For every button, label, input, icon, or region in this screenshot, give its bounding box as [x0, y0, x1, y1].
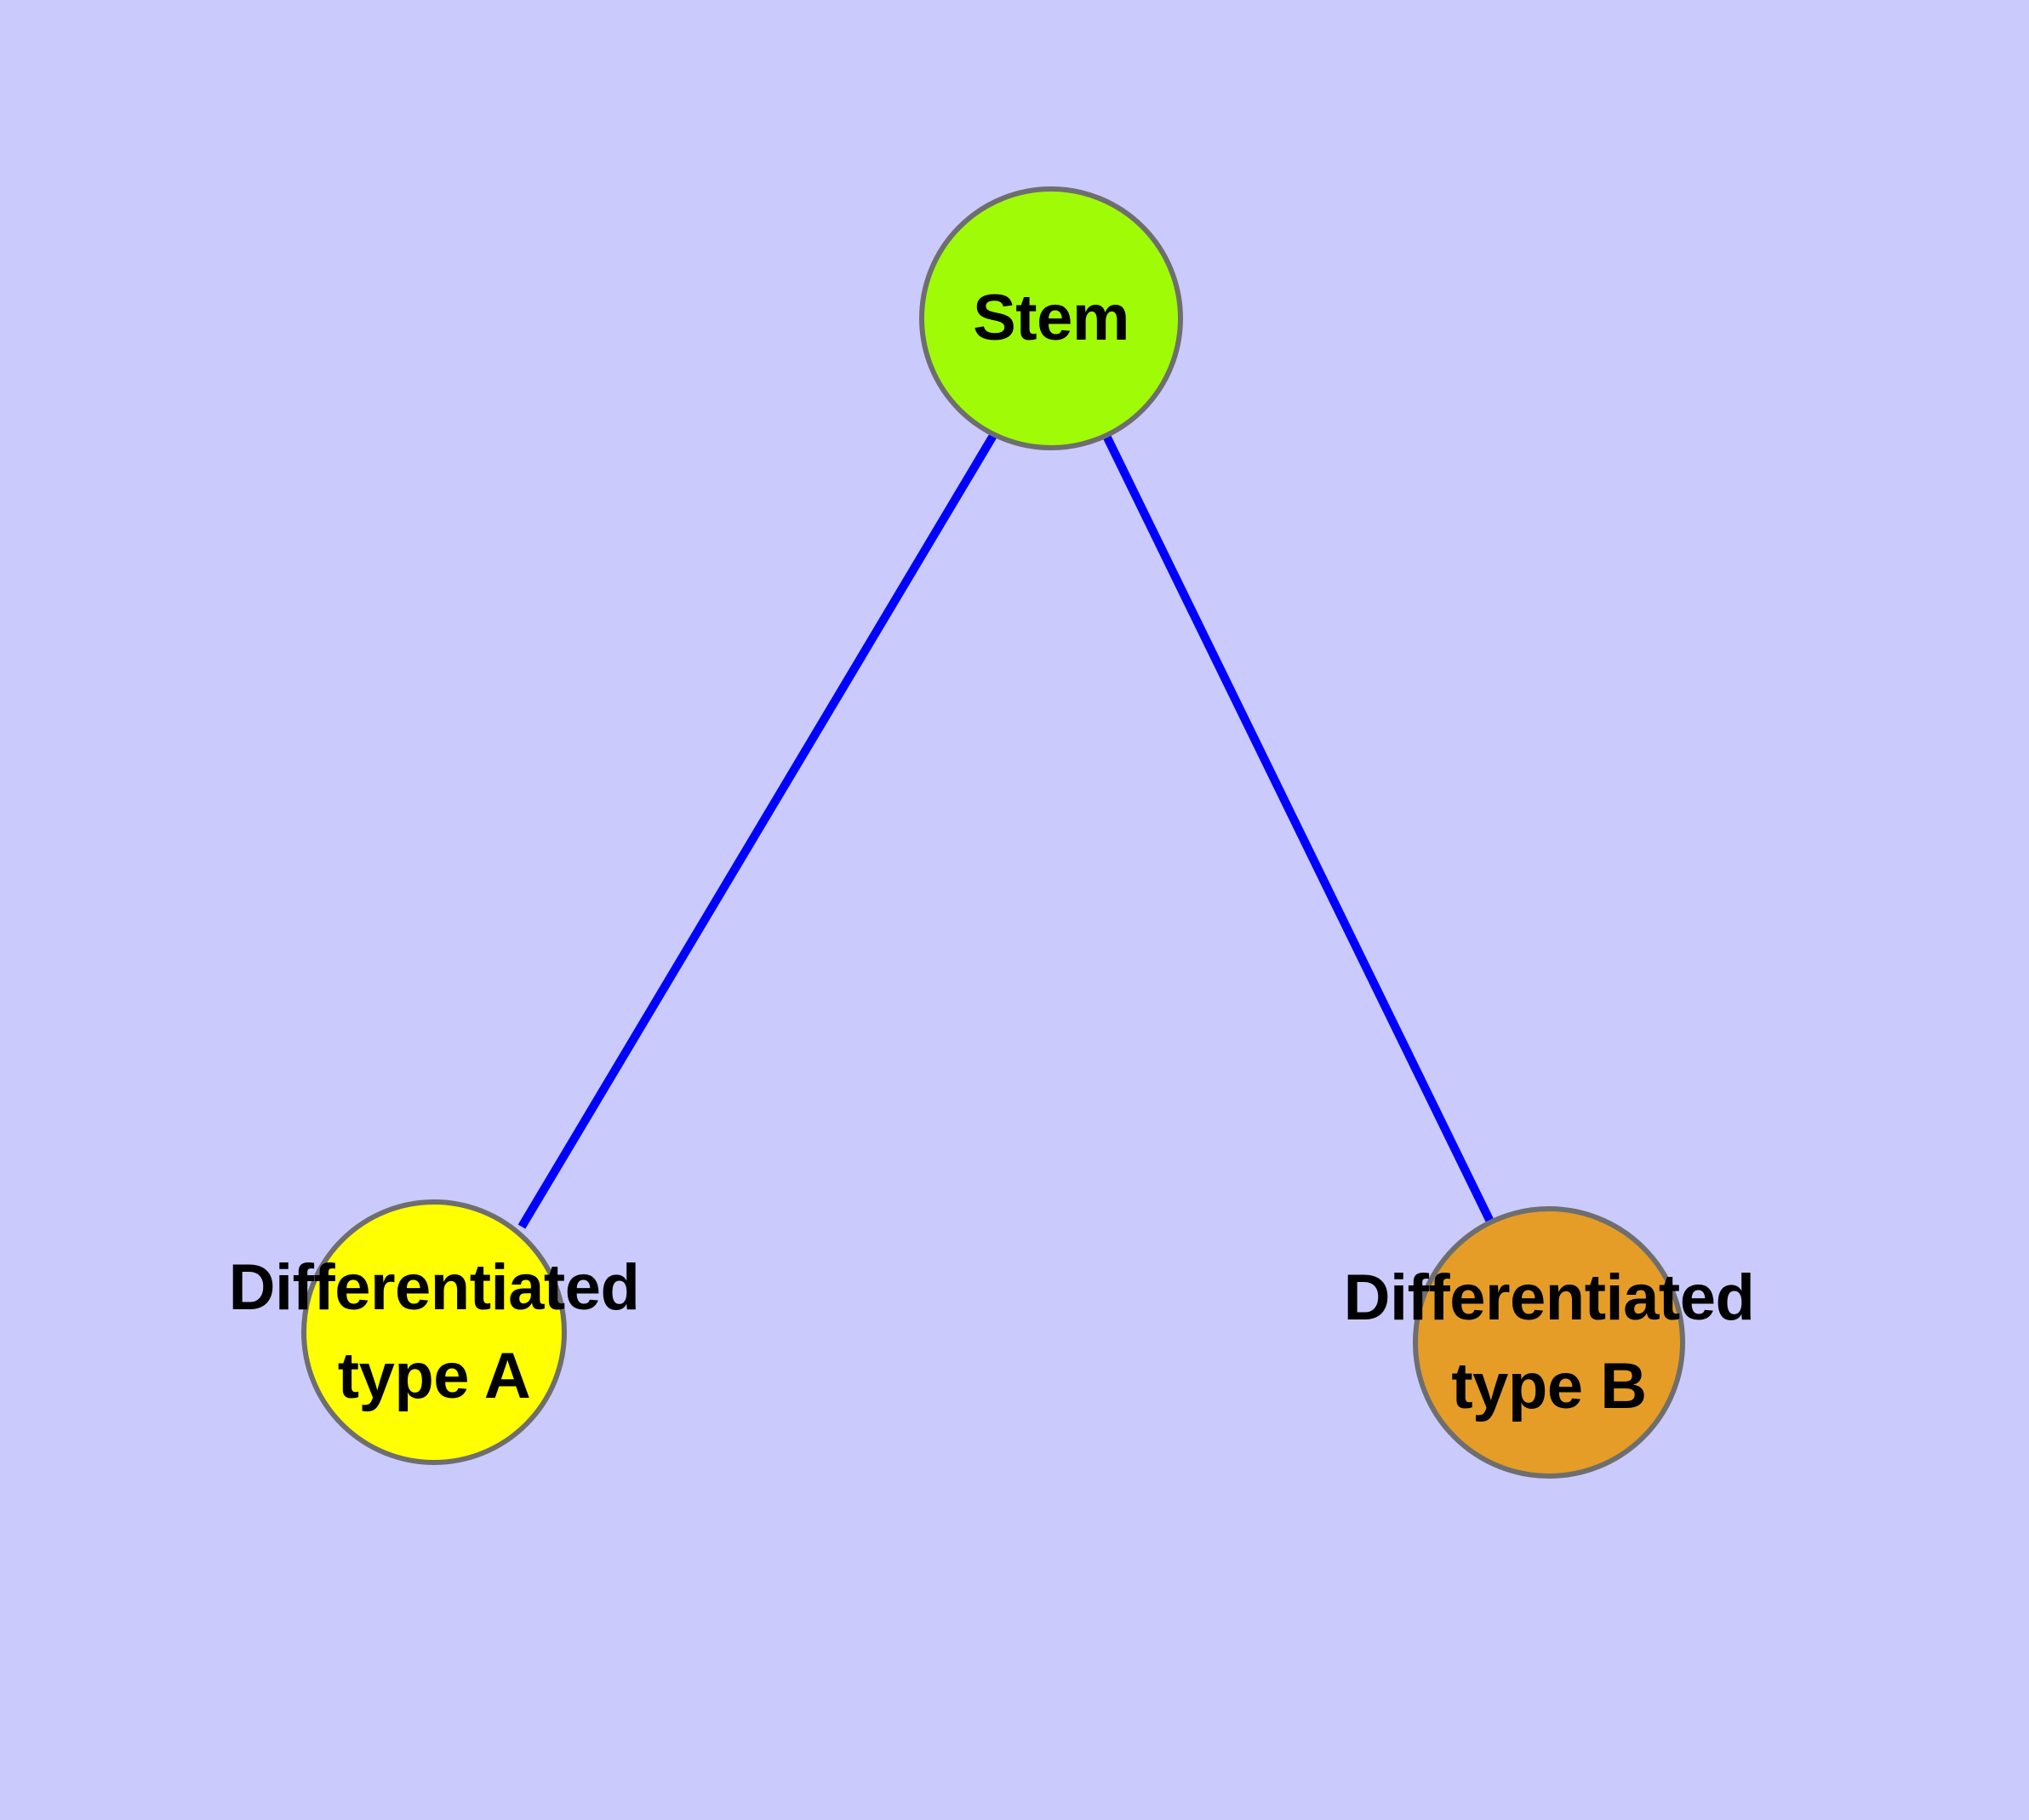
node-layer	[301, 186, 1685, 1479]
edge-layer	[517, 432, 1495, 1229]
node-stem[interactable]	[919, 186, 1183, 450]
edge-stem-to-diff-a[interactable]	[517, 432, 998, 1229]
node-differentiated-type-b[interactable]	[1413, 1206, 1685, 1479]
edge-stem-to-diff-b[interactable]	[1102, 433, 1495, 1226]
node-differentiated-type-a[interactable]	[301, 1199, 567, 1465]
